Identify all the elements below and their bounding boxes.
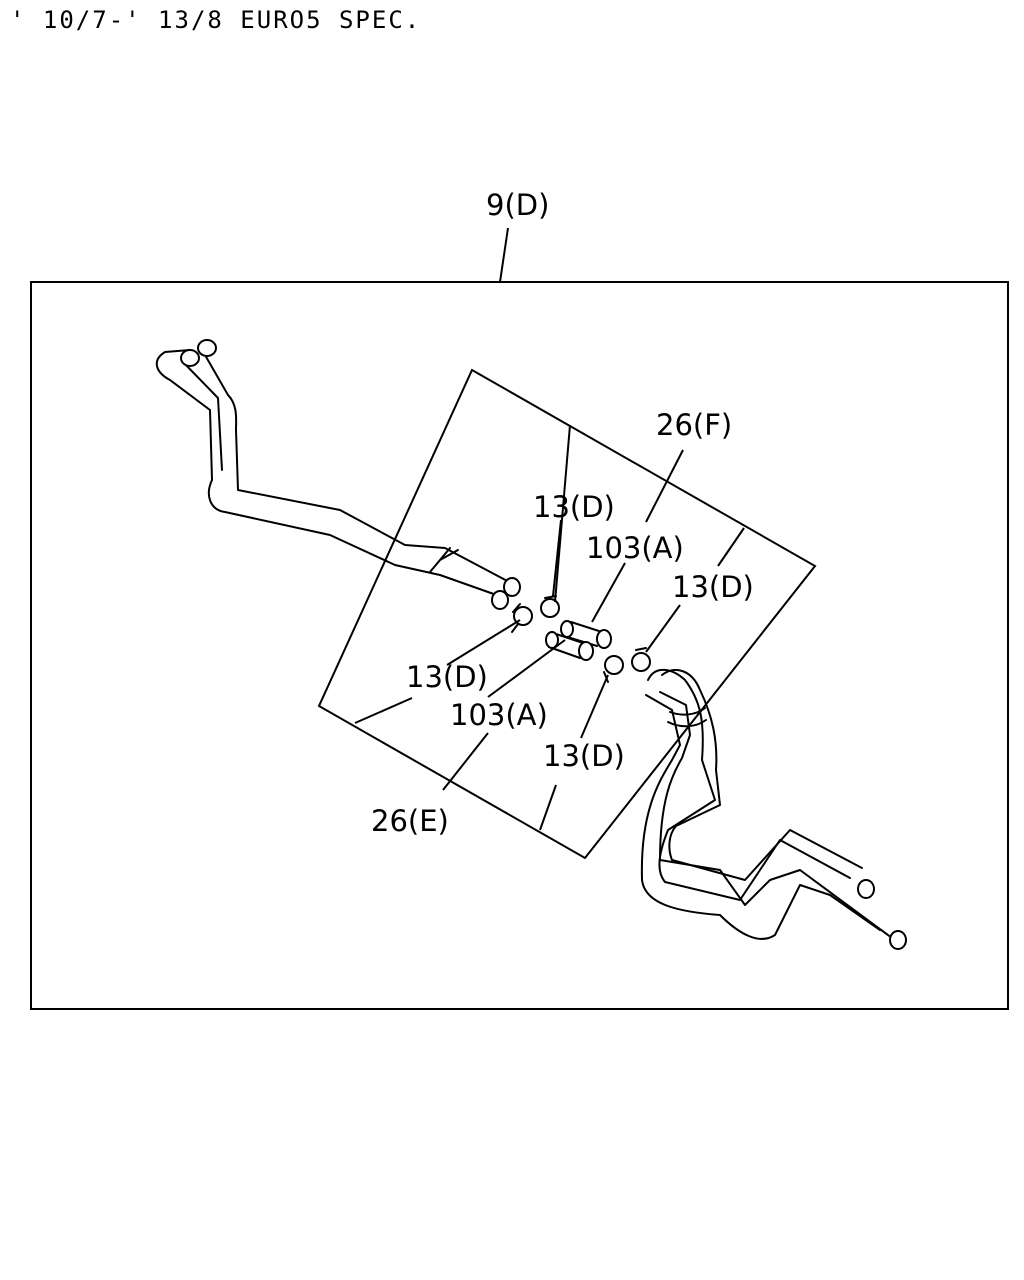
callout-hose-f: 26(F)	[656, 408, 732, 442]
callout-clamp-top: 13(D)	[533, 490, 615, 524]
callout-clamp-bottom: 13(D)	[543, 739, 625, 773]
callout-pipe-bottom: 103(A)	[450, 698, 548, 732]
connector-pipes	[545, 620, 612, 661]
lower-right-pipe	[640, 668, 907, 950]
upper-left-pipe	[155, 339, 521, 610]
assembly-leader	[499, 227, 509, 283]
hose-kit-frame	[317, 368, 817, 860]
clamp-parts	[511, 595, 651, 683]
leader-lines	[354, 424, 745, 831]
callout-assembly: 9(D)	[486, 188, 549, 222]
callout-hose-e: 26(E)	[371, 804, 449, 838]
assembly-frame	[30, 281, 1009, 1010]
callout-clamp-left: 13(D)	[406, 660, 488, 694]
spec-header: ' 10/7-' 13/8 EURO5 SPEC.	[10, 6, 422, 34]
callout-clamp-right: 13(D)	[672, 570, 754, 604]
callout-pipe-top: 103(A)	[586, 531, 684, 565]
